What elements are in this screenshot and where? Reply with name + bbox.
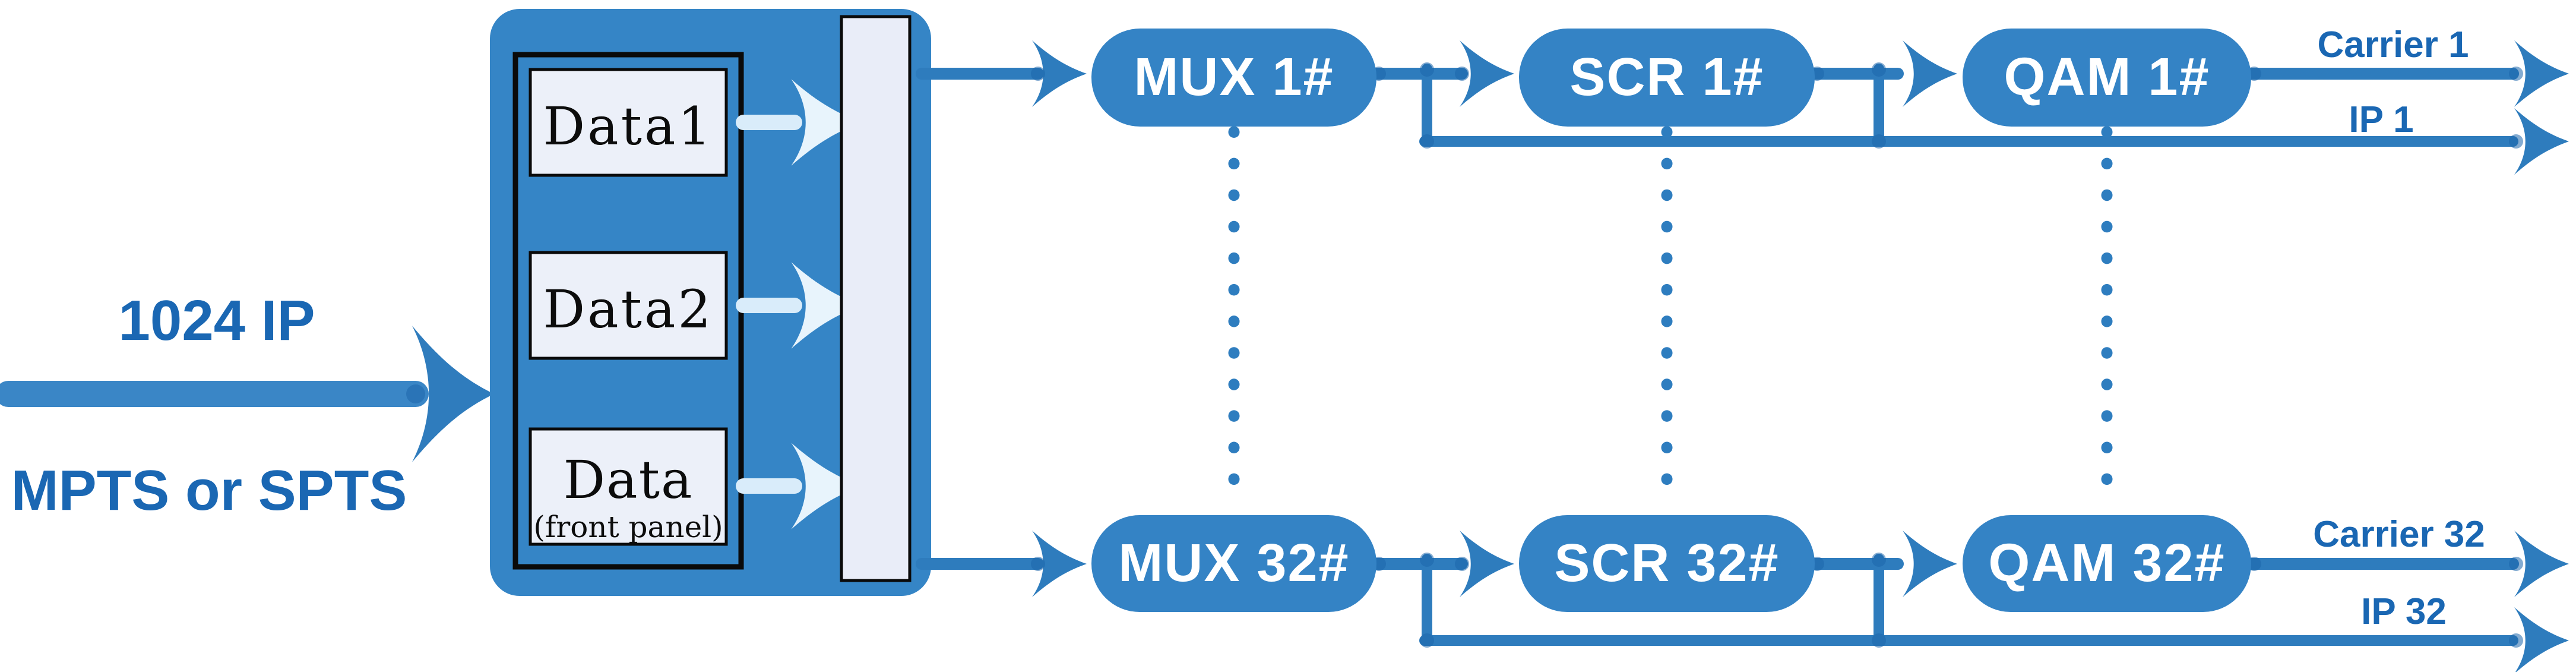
row1-nodes: MUX 1# SCR 1# QAM 1# xyxy=(1091,29,2251,127)
scr32-label: SCR 32# xyxy=(1554,534,1779,593)
backplane-bar xyxy=(840,15,912,582)
scr32-box xyxy=(1519,515,1815,612)
input-label-bottom: MPTS or SPTS xyxy=(11,459,407,522)
qam1-box xyxy=(1963,29,2251,127)
ellipsis-columns xyxy=(1228,126,2113,513)
data-slot-2-box xyxy=(529,251,728,360)
data-slot-1-label: Data1 xyxy=(543,96,714,157)
qam1-label: QAM 1# xyxy=(2004,48,2210,107)
data-slot-1-box xyxy=(529,68,728,177)
row1-junction-caps xyxy=(1031,62,2523,149)
row1-wires xyxy=(916,40,2569,175)
mux32-label: MUX 32# xyxy=(1118,534,1349,593)
data-slot-3-note: (front panel) xyxy=(533,510,723,544)
slot-arrows xyxy=(736,79,862,529)
qam32-box xyxy=(1963,515,2251,612)
data-slot-3-box xyxy=(529,427,728,546)
input-label-top: 1024 IP xyxy=(119,289,315,352)
input-arrow-cap xyxy=(406,384,425,403)
carrier32-label: Carrier 32 xyxy=(2313,514,2485,555)
row32-wires xyxy=(916,531,2569,672)
mux1-label: MUX 1# xyxy=(1134,48,1334,107)
data-slot-3-label: Data xyxy=(564,449,694,510)
scr1-label: SCR 1# xyxy=(1569,48,1764,107)
data-slot-2-label: Data2 xyxy=(543,279,714,340)
ip32-label: IP 32 xyxy=(2361,591,2447,632)
output-labels: Carrier 1 IP 1 Carrier 32 IP 32 xyxy=(2313,24,2485,632)
ip1-label: IP 1 xyxy=(2349,99,2413,140)
input-arrow-group: 1024 IP MPTS or SPTS xyxy=(0,289,494,522)
carrier1-label: Carrier 1 xyxy=(2317,24,2469,65)
mux1-box xyxy=(1091,29,1376,127)
chassis-group: Data1 Data2 Data (front panel) xyxy=(490,9,931,596)
mux32-box xyxy=(1091,515,1376,612)
row32-nodes: MUX 32# SCR 32# QAM 32# xyxy=(1091,515,2251,612)
scr1-box xyxy=(1519,29,1815,127)
qam32-label: QAM 32# xyxy=(1988,534,2225,593)
